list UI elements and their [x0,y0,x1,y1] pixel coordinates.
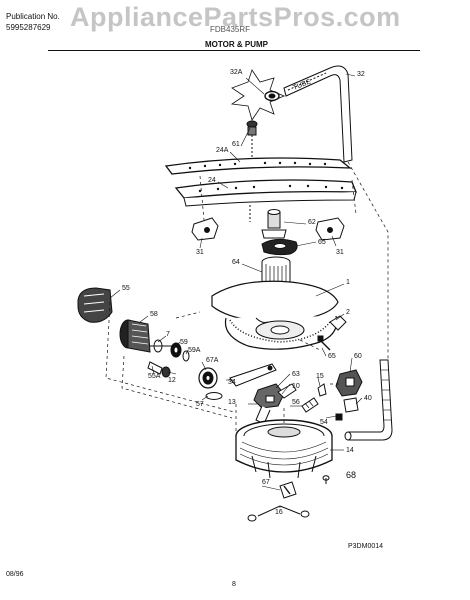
label-31-right: 31 [336,249,344,256]
watermark: AppliancePartsPros.com [70,2,401,32]
feed-tube-32: TUBE [283,65,353,163]
label-62: 62 [308,219,316,226]
ring-59 [170,342,182,358]
label-16: 16 [275,509,283,516]
label-13: 13 [228,399,236,406]
impeller-67A [198,367,218,389]
footer-page: 8 [232,581,236,588]
assembly-lines [105,161,389,434]
label-32A: 32A [230,69,243,76]
shaft-55A-12 [147,361,171,378]
label-65-upper: 65 [318,239,326,246]
bracket-31-left [191,217,219,241]
publication-number: 5995287629 [6,23,51,32]
clip-15 [317,383,327,397]
label-67: 67 [262,479,270,486]
label-31-left: 31 [196,249,204,256]
footer-date: 08/96 [6,571,24,578]
label-67A: 67A [206,357,219,364]
drain-pump-63 [253,383,297,425]
label-40: 40 [364,395,372,402]
label-32: 32 [357,71,365,78]
sump-filter-1 [211,280,339,350]
drain-hose-right [344,359,393,441]
clamp-67 [279,481,297,499]
label-2: 2 [346,309,350,316]
label-10: 10 [292,383,300,390]
label-24A: 24A [216,147,229,154]
motor-cover-55 [77,287,113,323]
label-1: 1 [346,279,350,286]
bracket-40 [343,397,359,413]
label-63: 63 [292,371,300,378]
spray-arm-24A [164,157,352,175]
label-34: 34 [228,379,236,386]
label-59A: 59A [188,347,201,354]
publication-label: Publication No. [6,12,60,21]
label-54: 54 [320,419,328,426]
label-60: 60 [354,353,362,360]
seal-7 [150,339,172,353]
motor-58 [119,319,151,353]
label-65-lower: 65 [328,353,336,360]
label-61: 61 [232,141,240,148]
hose-56 [301,397,319,413]
bracket-31-right [315,217,345,241]
clip-2 [329,315,347,331]
valve-60 [335,369,363,397]
screw-54 [335,413,343,421]
label-7: 7 [166,331,170,338]
gasket-57 [205,392,223,400]
label-68: 68 [346,470,356,480]
label-56: 56 [292,399,300,406]
screws-16 [247,505,310,522]
screw-68 [322,475,330,484]
screw-65 [317,335,331,351]
starburst-32A [230,69,286,121]
base-tub-14 [235,419,333,479]
tower-62 [261,209,287,239]
label-15: 15 [316,373,324,380]
nut-61 [246,120,258,168]
model-number: FDB435RF [210,25,251,34]
bracket-34 [229,363,277,387]
svg-text:TUBE: TUBE [292,78,312,92]
label-55: 55 [122,285,130,292]
header-rule [48,50,420,51]
ring-59A [182,350,190,362]
label-58: 58 [150,311,158,318]
label-64: 64 [232,259,240,266]
section-title: MOTOR & PUMP [205,40,268,49]
label-59: 59 [180,339,188,346]
label-24: 24 [208,177,216,184]
label-55A: 55A [148,373,161,380]
impeller-65 [261,238,298,256]
diagram-code: P3DM0014 [348,543,383,550]
label-14: 14 [346,447,354,454]
callout-labels: 32A 32 61 24A 24 62 31 31 65 64 1 55 58 … [122,69,372,516]
spray-arm-24 [174,179,357,222]
leader-lines [109,73,363,508]
label-12: 12 [168,377,176,384]
label-57: 57 [196,401,204,408]
